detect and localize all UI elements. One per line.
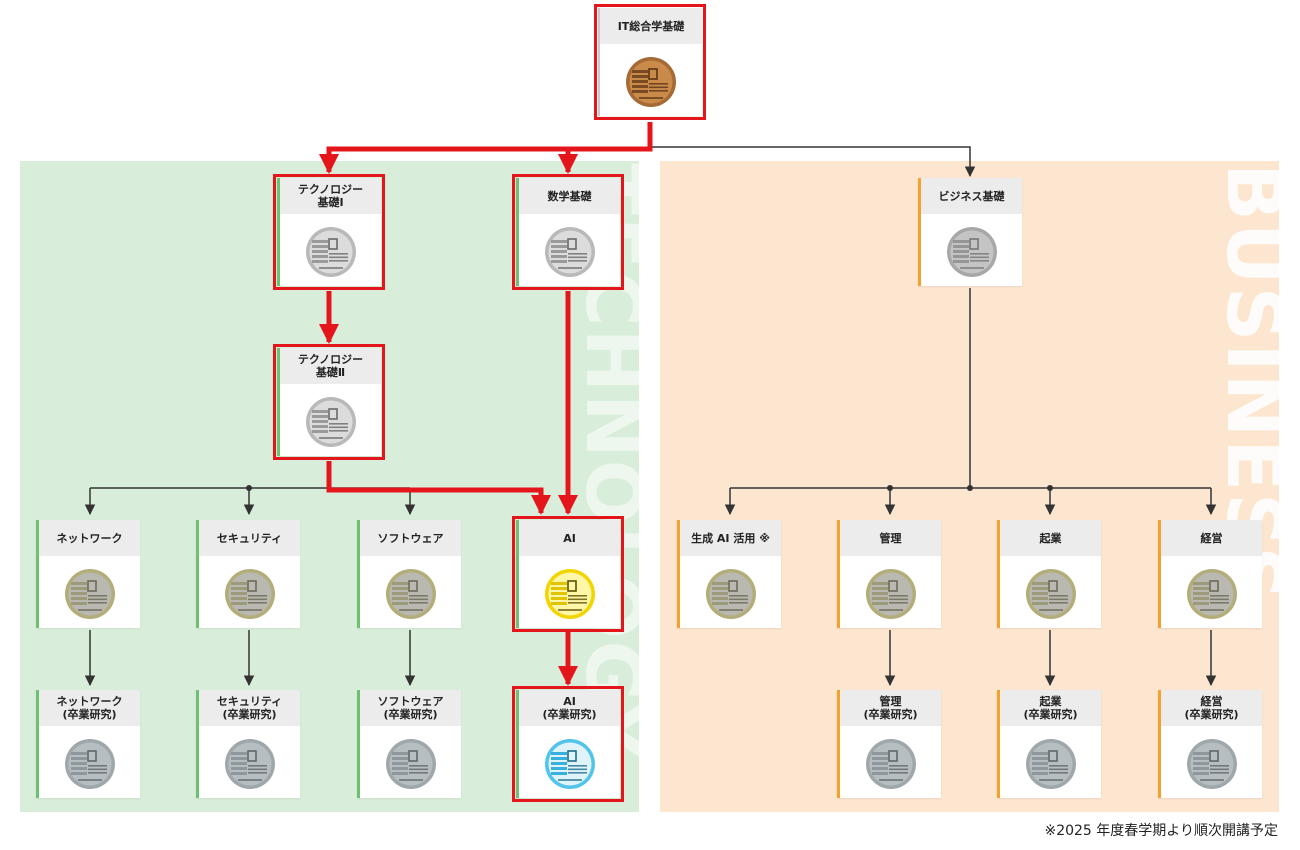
node-network-research[interactable]: ネットワーク (卒業研究)	[36, 690, 140, 798]
node-label: 管理 (卒業研究)	[840, 690, 941, 726]
node-generative-ai[interactable]: 生成 AI 活用 ※	[677, 520, 781, 628]
credential-badge-icon	[64, 739, 115, 789]
credential-badge-icon	[946, 227, 997, 277]
node-label: テクノロジー 基礎Ⅰ	[280, 178, 381, 214]
node-label: AI (卒業研究)	[519, 690, 620, 726]
node-executive[interactable]: 経営	[1158, 520, 1262, 628]
credential-badge-icon	[865, 569, 916, 619]
node-label: 起業 (卒業研究)	[1000, 690, 1101, 726]
credential-badge-icon	[705, 569, 756, 619]
node-security[interactable]: セキュリティ	[196, 520, 300, 628]
credential-badge-icon	[224, 569, 275, 619]
node-label: セキュリティ	[199, 520, 300, 556]
node-label: AI	[519, 520, 620, 556]
credential-badge-icon	[865, 739, 916, 789]
credential-badge-icon	[385, 739, 436, 789]
node-label: ビジネス基礎	[921, 178, 1022, 214]
credential-badge-icon	[544, 569, 595, 619]
node-ai[interactable]: AI	[512, 516, 624, 632]
node-startup[interactable]: 起業	[997, 520, 1101, 628]
credential-badge-icon	[1025, 739, 1076, 789]
node-label: 経営 (卒業研究)	[1161, 690, 1262, 726]
edge-it-to-tech1	[319, 122, 653, 174]
edge-it-to-business	[650, 146, 976, 178]
node-executive-research[interactable]: 経営 (卒業研究)	[1158, 690, 1262, 798]
node-management[interactable]: 管理	[837, 520, 941, 628]
node-software-research[interactable]: ソフトウェア (卒業研究)	[357, 690, 461, 798]
node-security-research[interactable]: セキュリティ (卒業研究)	[196, 690, 300, 798]
node-it-general[interactable]: IT総合学基礎	[594, 4, 706, 120]
credential-badge-icon	[385, 569, 436, 619]
node-software[interactable]: ソフトウェア	[357, 520, 461, 628]
node-tech-basic-1[interactable]: テクノロジー 基礎Ⅰ	[273, 174, 385, 290]
node-label: ソフトウェア (卒業研究)	[360, 690, 461, 726]
node-label: 管理	[840, 520, 941, 556]
credential-badge-icon	[1186, 569, 1237, 619]
credential-badge-icon	[1186, 739, 1237, 789]
node-label: IT総合学基礎	[600, 8, 702, 44]
node-label: 起業	[1000, 520, 1101, 556]
edge-tech2-to-ai	[326, 461, 551, 515]
credential-badge-icon	[224, 739, 275, 789]
node-math-basic[interactable]: 数学基礎	[512, 174, 624, 290]
footnote: ※2025 年度春学期より順次開講予定	[1044, 823, 1278, 839]
credential-badge-icon	[305, 227, 356, 277]
node-network[interactable]: ネットワーク	[36, 520, 140, 628]
credential-badge-icon	[544, 739, 595, 789]
node-label: ソフトウェア	[360, 520, 461, 556]
node-label: 数学基礎	[519, 178, 620, 214]
node-management-research[interactable]: 管理 (卒業研究)	[837, 690, 941, 798]
node-ai-research[interactable]: AI (卒業研究)	[512, 686, 624, 802]
node-label: 経営	[1161, 520, 1262, 556]
credential-badge-icon	[305, 397, 356, 447]
credential-badge-icon	[544, 227, 595, 277]
node-business-basic[interactable]: ビジネス基礎	[918, 178, 1022, 286]
node-label: テクノロジー 基礎Ⅱ	[280, 348, 381, 384]
node-label: セキュリティ (卒業研究)	[199, 690, 300, 726]
node-label: 生成 AI 活用 ※	[680, 520, 781, 556]
node-startup-research[interactable]: 起業 (卒業研究)	[997, 690, 1101, 798]
credential-badge-icon	[626, 57, 676, 107]
node-label: ネットワーク	[39, 520, 140, 556]
node-tech-basic-2[interactable]: テクノロジー 基礎Ⅱ	[273, 344, 385, 460]
node-label: ネットワーク (卒業研究)	[39, 690, 140, 726]
credential-badge-icon	[1025, 569, 1076, 619]
credential-badge-icon	[64, 569, 115, 619]
